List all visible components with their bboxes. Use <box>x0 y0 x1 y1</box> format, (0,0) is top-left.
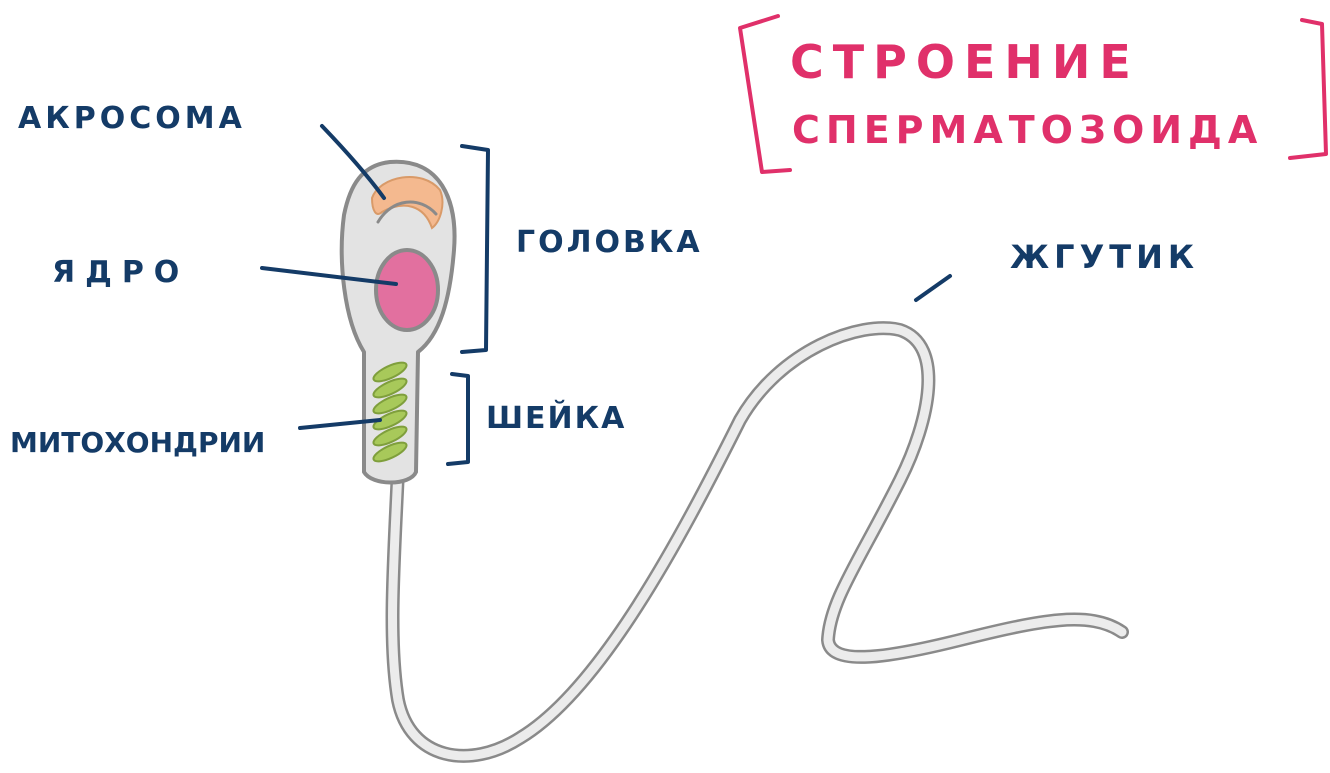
acrosome-label: АКРОСОМА <box>18 101 246 136</box>
flagellum-shape <box>393 328 1122 756</box>
region-brackets <box>448 146 488 464</box>
title-line-1: СТРОЕНИЕ <box>790 35 1140 89</box>
flagellum-label: ЖГУТИК <box>1010 238 1199 276</box>
head-bracket <box>462 146 488 352</box>
mitochondria-label: МИТОХОНДРИИ <box>10 426 265 459</box>
title-right-bracket <box>1290 20 1326 158</box>
title-left-bracket <box>740 16 790 172</box>
title-line-2: СПЕРМАТОЗОИДА <box>792 108 1263 152</box>
neck-bracket <box>448 374 468 464</box>
head-label: ГОЛОВКА <box>516 225 703 260</box>
nucleus-label: ЯДРО <box>52 255 189 290</box>
cell-body <box>342 162 455 483</box>
nucleus-shape <box>376 250 438 330</box>
neck-label: ШЕЙКА <box>486 400 626 436</box>
flagellum-leader <box>916 276 950 300</box>
